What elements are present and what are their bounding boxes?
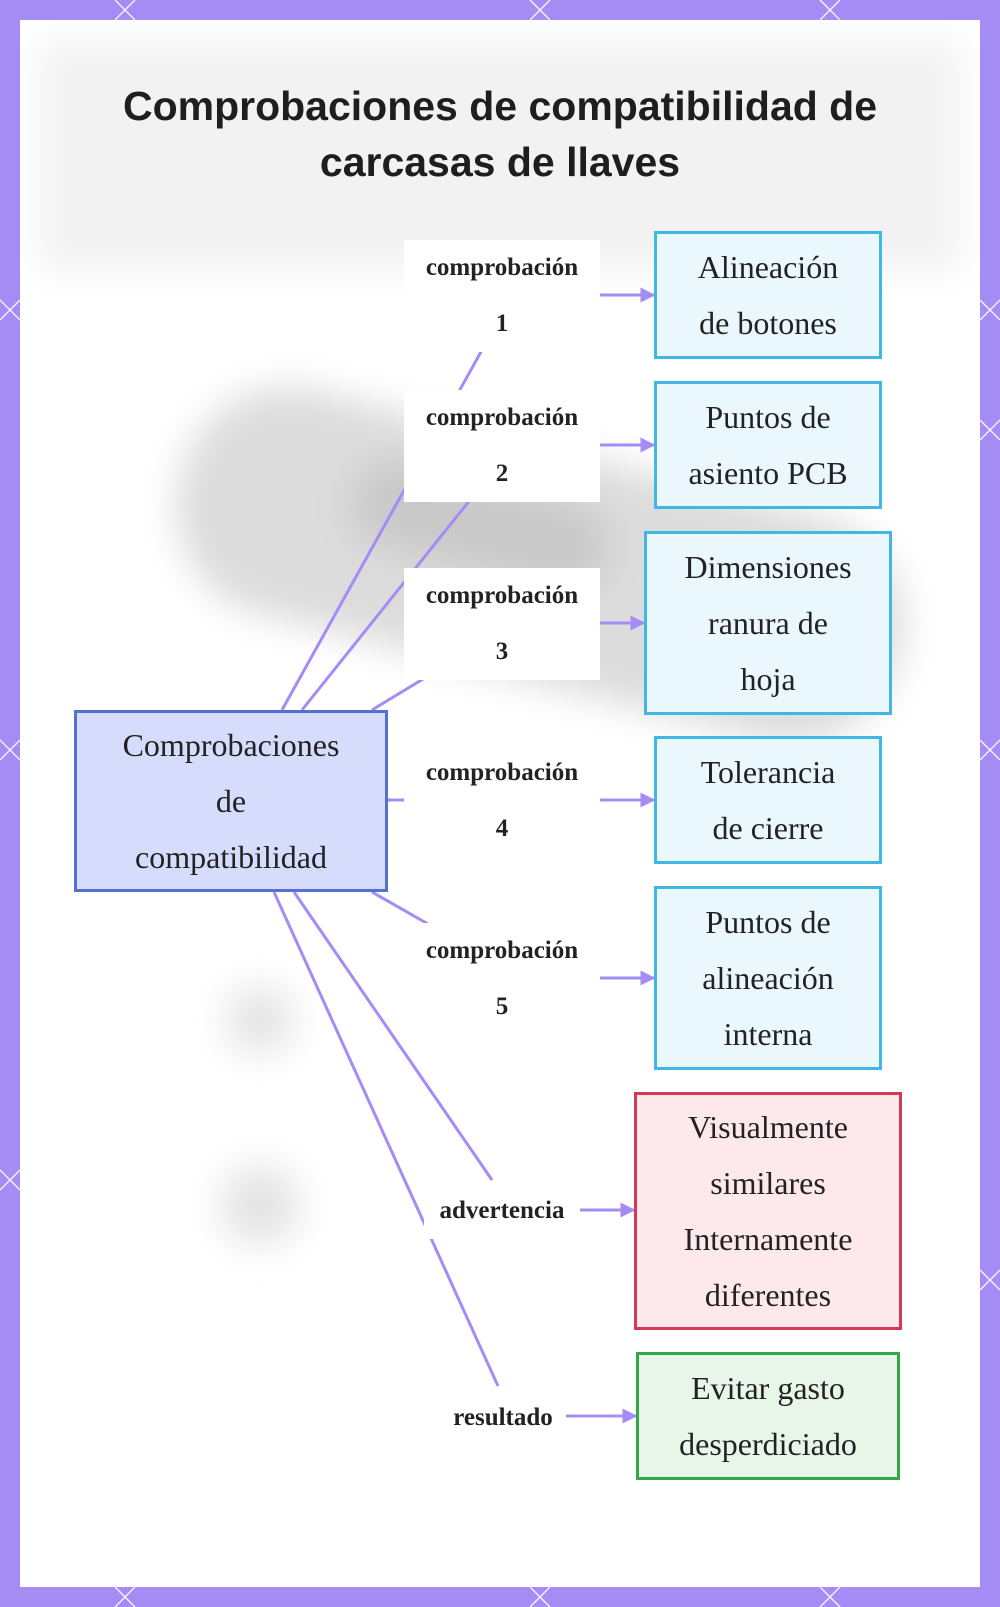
edge-center-check-3 bbox=[371, 674, 429, 712]
node-line: Dimensiones bbox=[684, 549, 852, 585]
center-node-line: de bbox=[215, 783, 247, 819]
edge-label-line: comprobación bbox=[425, 937, 579, 964]
page-title: Comprobaciones de compatibilidad de carc… bbox=[122, 83, 878, 185]
edge-label-warning: advertencia bbox=[424, 1183, 580, 1239]
node-line: interna bbox=[723, 1016, 813, 1052]
node-line: Internamente bbox=[683, 1221, 853, 1257]
node-line: de botones bbox=[699, 305, 837, 341]
node-line: Alineación bbox=[697, 249, 839, 285]
edge-label-result: resultado bbox=[440, 1390, 566, 1446]
center-node-compatibility-checks: Comprobaciones de compatibilidad bbox=[74, 710, 388, 892]
warning-node-visually-similar: Visualmente similares Internamente difer… bbox=[634, 1092, 902, 1330]
edge-label-check-3: comprobación 3 bbox=[404, 568, 600, 680]
center-node-line: Comprobaciones bbox=[122, 727, 340, 763]
node-line: diferentes bbox=[704, 1277, 832, 1313]
edge-label-line: comprobación bbox=[425, 582, 579, 609]
edge-label-line: comprobación bbox=[425, 404, 579, 431]
result-node-avoid-wasted-expense: Evitar gasto desperdiciado bbox=[636, 1352, 900, 1480]
edge-center-result bbox=[272, 891, 500, 1387]
node-line: Puntos de bbox=[705, 399, 831, 435]
edge-label-line: 1 bbox=[495, 310, 509, 337]
check-node-pcb-seating-points: Puntos de asiento PCB bbox=[654, 381, 882, 509]
edge-label-line: advertencia bbox=[439, 1197, 565, 1224]
node-line: asiento PCB bbox=[688, 455, 848, 491]
node-line: de cierre bbox=[712, 810, 824, 846]
node-line: Puntos de bbox=[705, 904, 831, 940]
node-line: ranura de bbox=[708, 605, 828, 641]
edge-label-line: 2 bbox=[495, 460, 509, 487]
node-line: hoja bbox=[740, 661, 796, 697]
edge-center-check-2 bbox=[300, 499, 472, 711]
edge-label-check-5: comprobación 5 bbox=[404, 923, 600, 1035]
edge-label-line: 5 bbox=[495, 993, 509, 1020]
node-line: Visualmente bbox=[688, 1109, 848, 1145]
center-node-line: compatibilidad bbox=[135, 839, 327, 875]
edge-label-line: 4 bbox=[495, 815, 509, 842]
check-node-internal-alignment-points: Puntos de alineación interna bbox=[654, 886, 882, 1070]
node-line: Tolerancia bbox=[700, 754, 836, 790]
node-line: desperdiciado bbox=[679, 1426, 857, 1462]
check-node-blade-slot-dimensions: Dimensiones ranura de hoja bbox=[644, 531, 892, 715]
diagram-panel: Comprobaciones de compatibilidad de carc… bbox=[20, 20, 980, 1587]
node-line: Evitar gasto bbox=[691, 1370, 845, 1406]
edge-label-check-2: comprobación 2 bbox=[404, 390, 600, 502]
edge-label-line: resultado bbox=[453, 1404, 553, 1431]
check-node-button-alignment: Alineación de botones bbox=[654, 231, 882, 359]
edge-label-check-4: comprobación 4 bbox=[404, 745, 600, 857]
check-node-closing-tolerance: Tolerancia de cierre bbox=[654, 736, 882, 864]
node-line: similares bbox=[710, 1165, 826, 1201]
edge-label-line: 3 bbox=[495, 638, 509, 665]
edge-label-line: comprobación bbox=[425, 759, 579, 786]
edge-center-check-5 bbox=[371, 890, 429, 926]
node-line: alineación bbox=[702, 960, 834, 996]
edge-center-warning bbox=[292, 891, 494, 1181]
edge-label-check-1: comprobación 1 bbox=[404, 240, 600, 352]
edge-label-line: comprobación bbox=[425, 254, 579, 281]
